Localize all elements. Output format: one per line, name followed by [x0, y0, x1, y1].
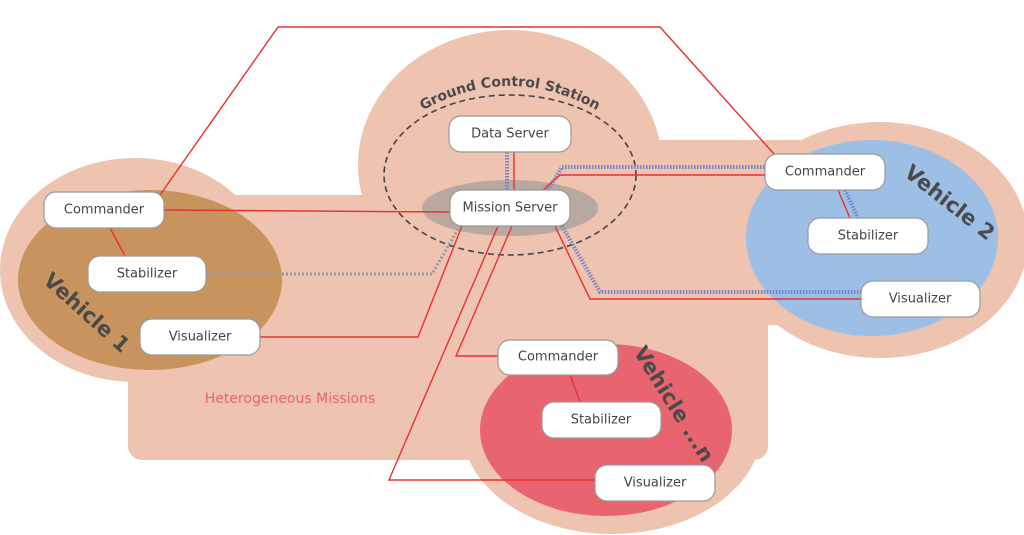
data-server-node[interactable]: Data Server: [448, 115, 572, 153]
vehicle-1-stabilizer-node[interactable]: Stabilizer: [87, 255, 207, 293]
link-mission-v2-commander: [542, 174, 765, 191]
data-link-mission-v2-commander: [546, 165, 765, 192]
vehicle-n-stabilizer-label: Stabilizer: [571, 413, 632, 428]
mission-server-label: Mission Server: [463, 201, 559, 216]
vehicle-1-commander-node[interactable]: Commander: [43, 191, 165, 229]
link-vn-commander-stabilizer: [569, 374, 581, 403]
heterogeneous-missions-caption: Heterogeneous Missions: [205, 391, 376, 407]
stabilizer-link-v1: [206, 225, 462, 276]
vehicle-n-visualizer-node[interactable]: Visualizer: [594, 464, 716, 502]
link-v1-commander-v2-commander: [159, 26, 776, 196]
vehicle-2-stabilizer-node[interactable]: Stabilizer: [807, 217, 929, 255]
vehicle-1-commander-label: Commander: [64, 203, 145, 218]
link-v1-commander-stabilizer: [109, 227, 126, 257]
vehicle-1-visualizer-node[interactable]: Visualizer: [139, 318, 261, 356]
connections: [109, 26, 861, 481]
vehicle-2-visualizer-node[interactable]: Visualizer: [860, 280, 981, 318]
vehicle-1-stabilizer-label: Stabilizer: [117, 267, 178, 282]
vehicle-n-commander-node[interactable]: Commander: [497, 339, 619, 376]
vehicle-n-visualizer-label: Visualizer: [624, 476, 687, 491]
link-v2-commander-stabilizer: [837, 189, 851, 219]
data-link-mission-v2-visualizer: [560, 225, 861, 294]
mission-server-node[interactable]: Mission Server: [449, 189, 571, 227]
link-v1-commander-mission: [163, 209, 451, 213]
vehicle-1-visualizer-label: Visualizer: [169, 330, 232, 345]
vehicle-2-commander-label: Commander: [785, 165, 866, 180]
link-mission-vn-visualizer: [387, 225, 595, 481]
vehicle-2-visualizer-label: Visualizer: [889, 292, 952, 307]
vehicle-2-commander-node[interactable]: Commander: [764, 153, 886, 191]
data-server-label: Data Server: [471, 127, 549, 142]
link-mission-v2-visualizer: [554, 225, 861, 300]
vehicle-n-commander-label: Commander: [518, 350, 599, 365]
link-v1-visualizer-mission: [260, 225, 463, 338]
vehicle-n-stabilizer-node[interactable]: Stabilizer: [541, 401, 662, 439]
link-mission-vn-commander: [454, 225, 513, 357]
vehicle-2-stabilizer-label: Stabilizer: [838, 229, 899, 244]
data-link-v2-commander-stabilizer: [843, 189, 860, 219]
